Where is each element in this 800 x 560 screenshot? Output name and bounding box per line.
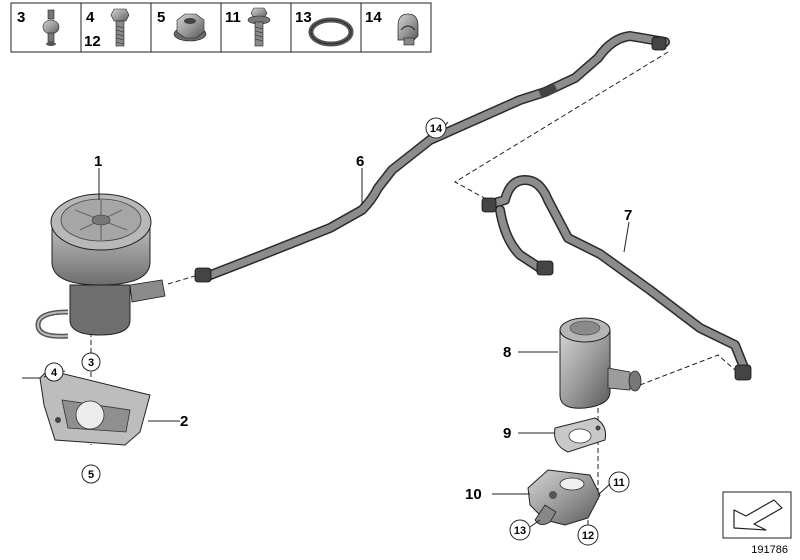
callout-10: 10	[465, 486, 482, 503]
legend-label-3: 3	[17, 9, 25, 26]
collar-bolt-icon	[247, 7, 271, 47]
callout-6: 6	[356, 153, 364, 170]
hose-clip-icon	[397, 13, 419, 46]
svg-text:12: 12	[582, 530, 594, 542]
o-ring-icon	[308, 17, 354, 47]
diagram-id: 191786	[751, 544, 788, 556]
valve-8	[559, 317, 642, 409]
svg-text:14: 14	[430, 123, 443, 135]
legend-label-4: 4	[86, 9, 95, 26]
rubber-mount-icon	[42, 9, 60, 46]
callouts: 1 2 6 7 8 9 10	[94, 153, 632, 503]
callout-1: 1	[94, 153, 102, 170]
direction-box: 191786	[722, 491, 792, 556]
legend-label-11: 11	[225, 9, 241, 26]
callout-8: 8	[503, 344, 511, 361]
hose-7	[481, 175, 752, 381]
legend-label-12: 12	[84, 33, 101, 50]
circled-refs: 3 4 5 14 11 12 13	[44, 117, 630, 546]
hex-bolt-icon	[110, 8, 130, 47]
circled-11: 11	[608, 471, 630, 493]
direction-arrow-icon	[733, 499, 783, 531]
bracket-2	[22, 369, 151, 446]
legend-strip: 3 4 12 5 11 13 14	[10, 2, 432, 53]
circled-5: 5	[81, 464, 101, 484]
svg-text:5: 5	[88, 469, 94, 481]
air-pump-1	[35, 193, 166, 339]
legend-label-5: 5	[157, 9, 165, 26]
gasket-9	[554, 417, 606, 453]
circled-3: 3	[81, 352, 101, 372]
callout-7: 7	[624, 207, 632, 224]
svg-text:11: 11	[613, 477, 625, 489]
legend-label-13: 13	[295, 9, 312, 26]
circled-12: 12	[577, 524, 599, 546]
svg-text:4: 4	[51, 367, 58, 379]
circled-4: 4	[44, 362, 64, 382]
hose-6	[167, 31, 670, 285]
legend-label-14: 14	[365, 9, 382, 26]
callout-9: 9	[503, 425, 511, 442]
callout-2: 2	[180, 413, 188, 430]
circled-14: 14	[425, 117, 447, 139]
svg-text:3: 3	[88, 357, 94, 369]
flange-10	[527, 469, 601, 526]
flange-nut-icon	[173, 13, 207, 42]
circled-13: 13	[509, 519, 531, 541]
svg-text:13: 13	[514, 525, 526, 537]
